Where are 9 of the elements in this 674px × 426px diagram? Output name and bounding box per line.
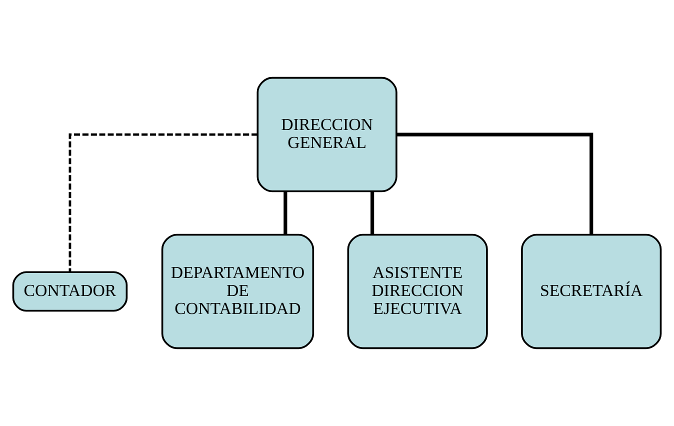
- node-box: DEPARTAMENTO DE CONTABILIDAD: [161, 234, 314, 350]
- connector: [68, 133, 258, 272]
- node-box: CONTADOR: [12, 271, 128, 312]
- node-box: DIRECCION GENERAL: [256, 76, 398, 192]
- connector: [284, 192, 288, 235]
- node-box: ASISTENTE DIRECCION EJECUTIVA: [347, 234, 488, 350]
- connector: [396, 132, 594, 234]
- connector: [370, 192, 374, 235]
- node-box: SECRETARÍA: [521, 234, 662, 350]
